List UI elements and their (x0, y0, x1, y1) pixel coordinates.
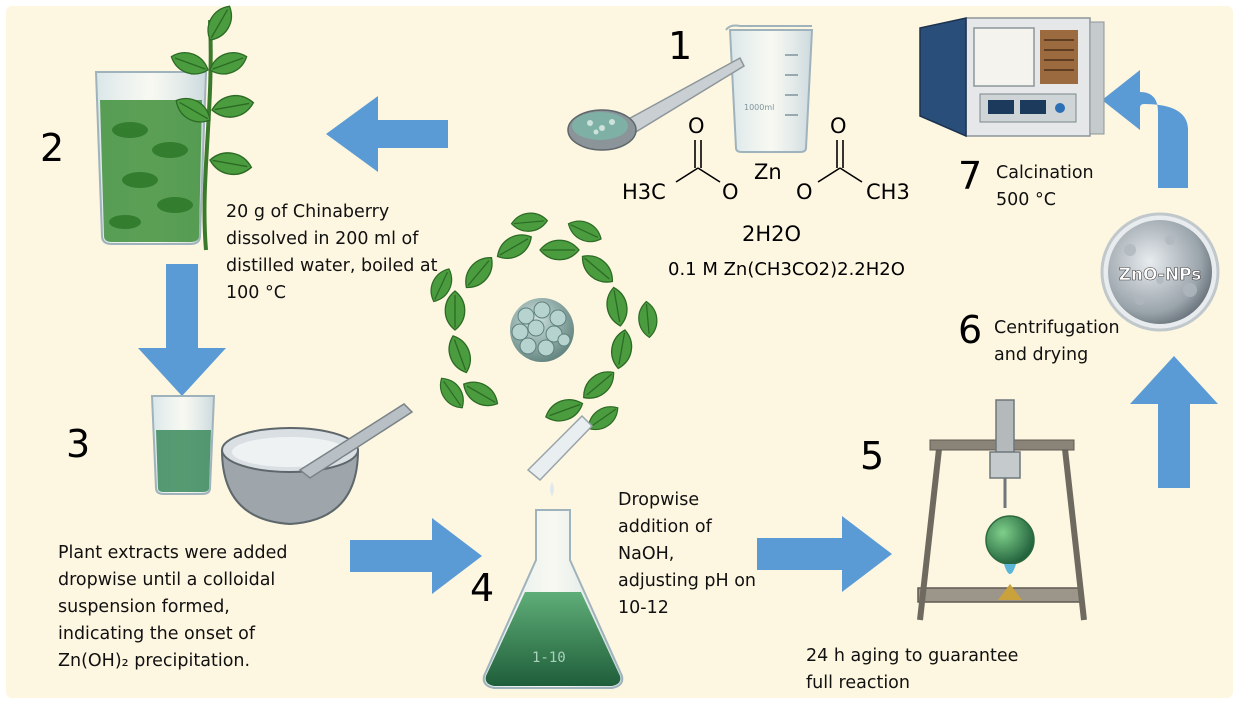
right-methyl-group: CH3 (866, 180, 910, 204)
step-number-5: 5 (860, 434, 885, 478)
step-4-line-4: adjusting pH on (618, 571, 757, 591)
step-5-line-2: full reaction (806, 673, 910, 693)
beaker-with-spoon: 1000ml (567, 24, 814, 153)
beaker-label: 1000ml (744, 103, 774, 112)
step-4-line-2: addition of (618, 517, 712, 537)
step-2-line-4: 100 °C (226, 283, 286, 303)
right-ester-oxygen: O (796, 180, 813, 204)
right-carbonyl-oxygen: O (830, 114, 847, 138)
step-7-line-2: 500 °C (996, 190, 1056, 210)
step-3-line-3: suspension formed, (58, 597, 230, 617)
step-5-line-1: 24 h aging to guarantee (806, 646, 1019, 666)
step-4-line-1: Dropwise (618, 490, 700, 510)
step-number-1: 1 (668, 24, 693, 68)
step-6-line-1: Centrifugation (994, 318, 1120, 338)
step-2-line-3: distilled water, boiled at (226, 256, 438, 276)
arrow-2-to-3 (138, 264, 226, 396)
zinc-atom: Zn (754, 160, 782, 184)
step-number-6: 6 (958, 308, 983, 352)
zinc-acetate-formula: 0.1 M Zn(CH3CO2)2.2H2O (668, 259, 905, 280)
hydrate-water: 2H2O (742, 222, 802, 246)
step-number-2: 2 (40, 126, 65, 170)
arrow-5-to-6 (1130, 356, 1218, 488)
beaker-with-chinaberry-leaves (94, 0, 256, 251)
step-number-3: 3 (66, 422, 91, 466)
step-3-line-5: Zn(OH)₂ precipitation. (58, 651, 251, 671)
arrow-6-to-7 (1102, 70, 1188, 188)
aging-stand-with-flask (917, 399, 1087, 621)
step-2-line-1: 20 g of Chinaberry (226, 202, 390, 222)
pellet-label: ZnO-NPs (1119, 265, 1202, 285)
step-7-line-1: Calcination (996, 163, 1094, 183)
step-3-line-1: Plant extracts were added (58, 543, 288, 563)
arrow-4-to-5 (757, 516, 892, 592)
extract-beaker-and-mortar (150, 395, 414, 526)
flask-label: 1-10 (532, 650, 566, 666)
step-number-7: 7 (958, 154, 983, 198)
erlenmeyer-flask: 1-10 (482, 509, 624, 689)
step-3-line-2: dropwise until a colloidal (58, 570, 276, 590)
arrow-3-to-4 (350, 518, 482, 594)
leaf-wreath-with-nanoparticle (424, 211, 659, 496)
step-3-line-4: indicating the onset of (58, 624, 256, 644)
zno-nanoparticle-pellet: ZnO-NPs (1100, 212, 1220, 332)
left-methyl-group: H3C (622, 180, 666, 204)
calcination-furnace (919, 17, 1105, 138)
arrow-1-to-2 (326, 96, 448, 172)
step-6-line-2: and drying (994, 345, 1089, 365)
step-number-4: 4 (470, 566, 495, 610)
left-ester-oxygen: O (722, 180, 739, 204)
step-2-line-2: dissolved in 200 ml of (226, 229, 419, 249)
step-4-line-5: 10-12 (618, 598, 669, 618)
left-carbonyl-oxygen: O (688, 114, 705, 138)
step-4-line-3: NaOH, (618, 544, 675, 564)
